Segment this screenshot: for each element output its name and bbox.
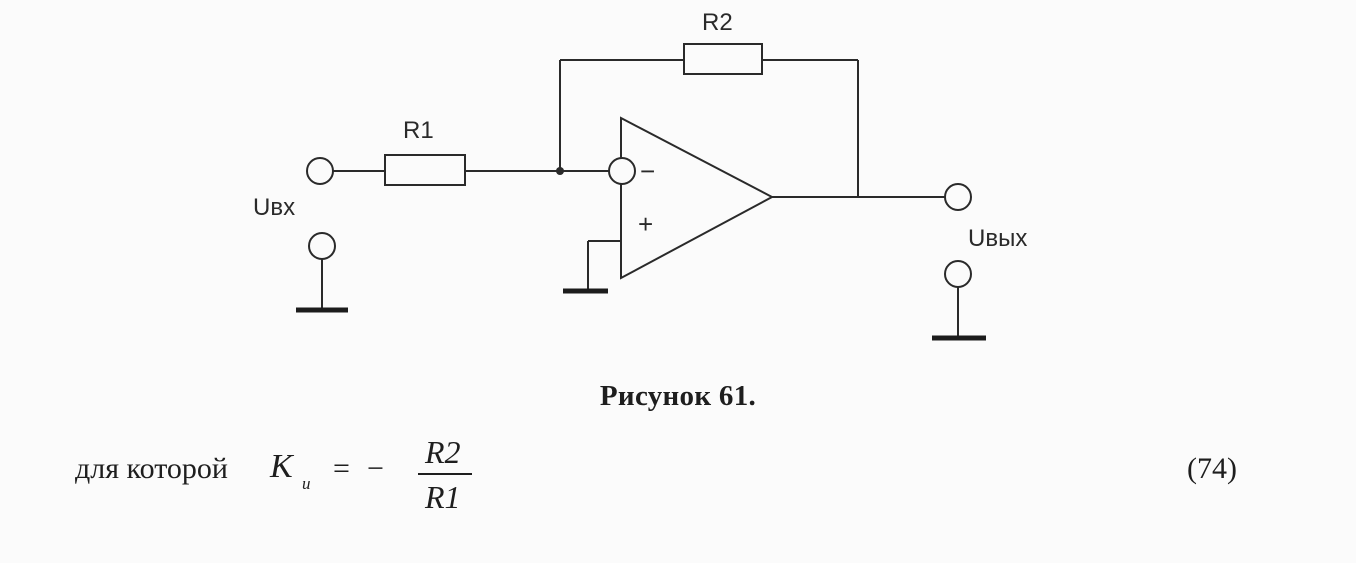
input-terminal bbox=[306, 157, 334, 185]
fraction-bar bbox=[418, 473, 472, 475]
output-voltage-label: Uвых bbox=[968, 225, 1027, 252]
inverting-input-circle bbox=[608, 157, 636, 185]
formula-prefix: для которой bbox=[75, 452, 228, 485]
input-ground-terminal bbox=[308, 232, 336, 260]
formula-line: для которой K u = − R2 R1 (74) bbox=[0, 432, 1356, 532]
r1-label: R1 bbox=[403, 117, 434, 144]
gain-subscript: u bbox=[302, 474, 311, 493]
figure-caption: Рисунок 61. bbox=[599, 380, 757, 412]
noninverting-sign: + bbox=[638, 209, 653, 239]
r2-label: R2 bbox=[702, 9, 733, 36]
gain-symbol: K bbox=[270, 448, 293, 485]
equation-number: (74) bbox=[1187, 452, 1237, 485]
op-amp-triangle bbox=[620, 116, 775, 280]
output-ground-terminal bbox=[944, 260, 972, 288]
inverting-sign: − bbox=[640, 156, 655, 186]
fraction-denominator: R1 bbox=[425, 479, 461, 515]
resistor-r2 bbox=[683, 43, 763, 75]
equals-sign: = bbox=[333, 452, 350, 485]
resistor-r1 bbox=[384, 154, 466, 186]
minus-sign: − bbox=[367, 452, 384, 485]
output-terminal bbox=[944, 183, 972, 211]
inverting-amplifier-circuit: − + R1 R2 Uвх Uвых bbox=[253, 9, 1027, 341]
input-voltage-label: Uвх bbox=[253, 194, 295, 221]
fraction-numerator: R2 bbox=[425, 434, 461, 470]
